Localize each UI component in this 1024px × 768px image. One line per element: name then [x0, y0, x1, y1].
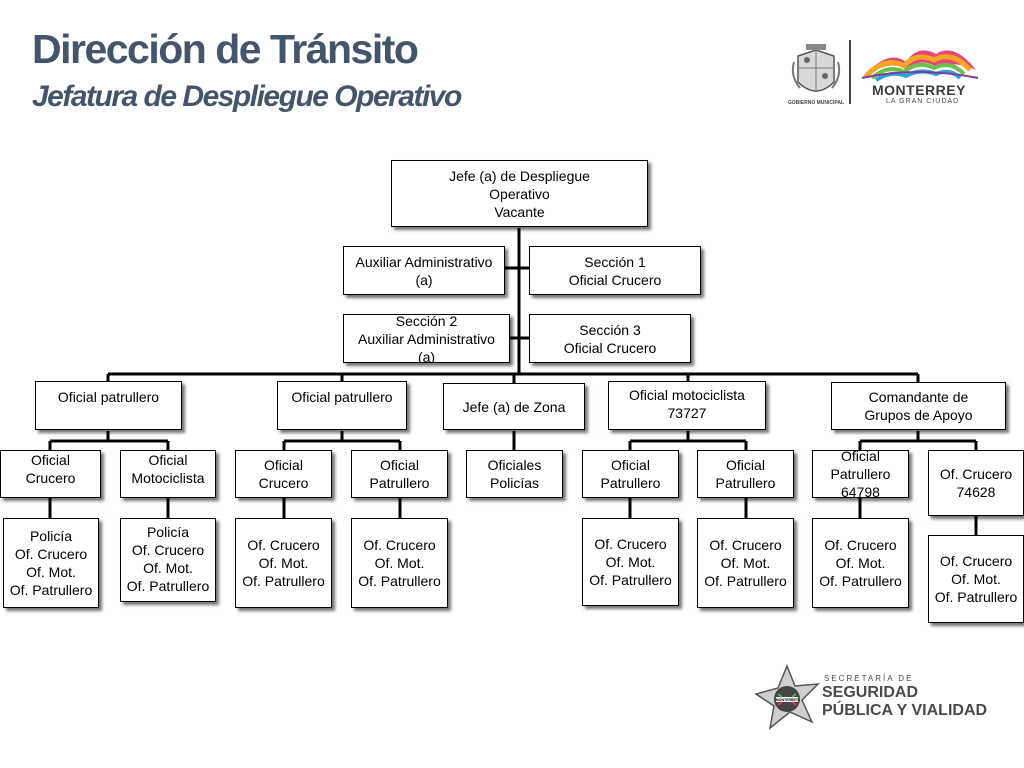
org-node-aux-admin: Auxiliar Administrativo (a) — [343, 246, 505, 295]
page-title: Dirección de Tránsito — [32, 26, 419, 72]
svg-text:GOBIERNO MUNICIPAL: GOBIERNO MUNICIPAL — [788, 100, 844, 106]
secretaria-line-2: SEGURIDAD — [822, 684, 919, 701]
org-node-child: Oficial Patrullero — [697, 450, 794, 498]
secretaria-logo: MONTERREY SECRETARÍA DE SEGURIDAD PÚBLIC… — [752, 664, 1014, 734]
org-node-subordinates: Policía Of. Crucero Of. Mot. Of. Patrull… — [3, 518, 99, 608]
secretaria-line-3: PÚBLICA Y VIALIDAD — [822, 702, 988, 719]
org-node-child: Oficiales Policías — [466, 450, 563, 498]
org-node-seccion-3: Sección 3 Oficial Crucero — [529, 314, 691, 363]
monterrey-mountain-icon — [861, 50, 979, 82]
org-node-branch: Oficial motociclista 73727 — [608, 381, 766, 430]
city-tagline: LA GRAN CIUDAD — [886, 98, 960, 105]
org-node-child: Oficial Patrullero — [351, 450, 448, 498]
city-name: MONTERREY — [872, 82, 966, 98]
svg-text:MONTERREY: MONTERREY — [776, 698, 799, 702]
org-node-subordinates: Policía Of. Crucero Of. Mot. Of. Patrull… — [120, 518, 216, 602]
org-node-subordinates: Of. Crucero Of. Mot. Of. Patrullero — [235, 518, 332, 608]
org-node-child: Oficial Crucero — [235, 450, 332, 498]
org-node-branch: Oficial patrullero — [35, 381, 182, 430]
org-node-subordinates: Of. Crucero Of. Mot. Of. Patrullero — [351, 518, 448, 608]
org-node-child: Oficial Patrullero 64798 — [812, 450, 909, 498]
municipal-shield-icon: GOBIERNO MUNICIPAL — [788, 40, 851, 106]
org-node-child: Oficial Crucero — [0, 450, 101, 498]
org-node-head: Jefe (a) de Despliegue Operativo Vacante — [391, 160, 648, 227]
secretaria-line-1: SECRETARÍA DE — [824, 674, 914, 683]
org-node-branch: Jefe (a) de Zona — [443, 383, 585, 430]
org-node-seccion-2: Sección 2 Auxiliar Administrativo (a) — [343, 314, 510, 363]
org-node-child: Oficial Patrullero — [582, 450, 679, 498]
org-node-child: Oficial Motociclista — [120, 450, 216, 498]
org-node-subordinates: Of. Crucero Of. Mot. Of. Patrullero — [928, 535, 1024, 623]
org-node-child: Of. Crucero 74628 — [928, 450, 1024, 516]
police-star-badge-icon: MONTERREY — [754, 664, 820, 730]
org-node-subordinates: Of. Crucero Of. Mot. Of. Patrullero — [582, 518, 679, 606]
monterrey-logo: MONTERREY LA GRAN CIUDAD — [858, 40, 988, 110]
org-node-subordinates: Of. Crucero Of. Mot. Of. Patrullero — [812, 518, 909, 608]
municipal-logo-group: GOBIERNO MUNICIPAL — [786, 38, 986, 110]
org-node-subordinates: Of. Crucero Of. Mot. Of. Patrullero — [697, 518, 794, 608]
org-node-branch: Comandante de Grupos de Apoyo — [831, 382, 1006, 430]
org-node-seccion-1: Sección 1 Oficial Crucero — [529, 246, 701, 295]
page-subtitle: Jefatura de Despliegue Operativo — [32, 80, 462, 113]
org-node-branch: Oficial patrullero — [277, 381, 407, 430]
